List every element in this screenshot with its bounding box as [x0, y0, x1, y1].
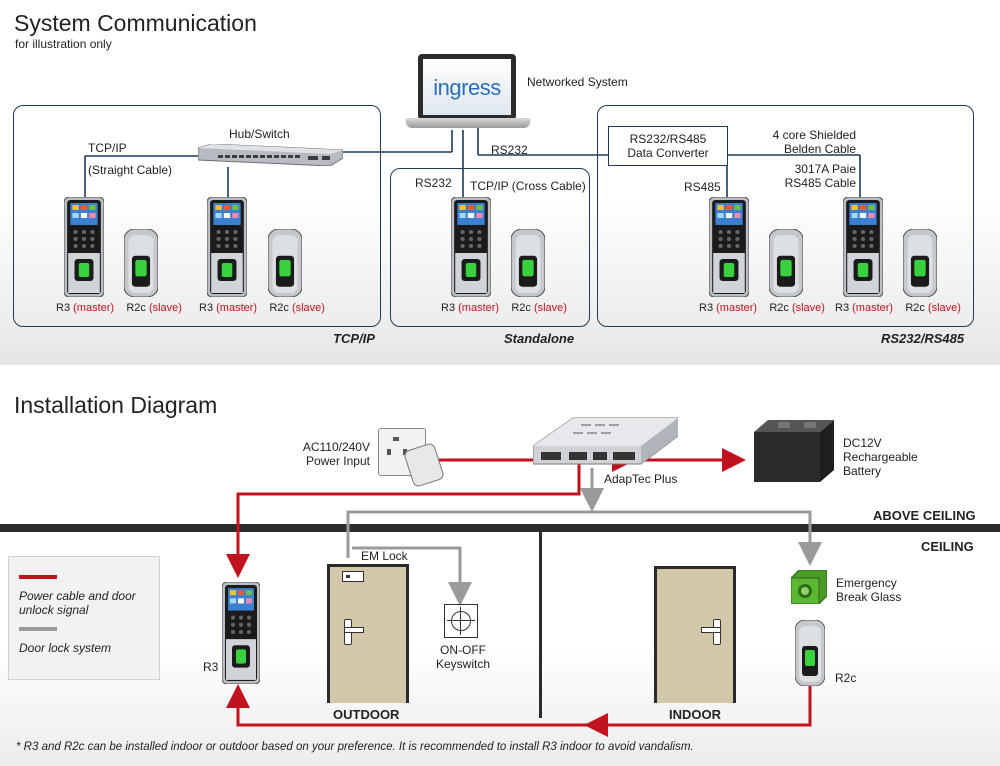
r2c-slave-device: [268, 229, 302, 297]
indoor-label: INDOOR: [669, 707, 721, 722]
em-lock-label: EM Lock: [361, 549, 408, 563]
emergency-break-glass-icon: [791, 570, 827, 604]
legend-lock-text: Door lock system: [19, 641, 112, 655]
indoor-door: [654, 566, 736, 703]
keyswitch-icon: [444, 604, 478, 638]
slave-name: R2c: [769, 302, 789, 314]
laptop-screen: ingress: [423, 59, 511, 115]
laptop-brand-logo: ingress: [433, 75, 501, 100]
master-name: R3: [835, 302, 850, 314]
outdoor-door: [327, 564, 409, 703]
r2c-slave-device: [903, 229, 937, 297]
keyswitch-label: ON-OFF Keyswitch: [435, 643, 491, 671]
r2c-install-label: R2c: [835, 671, 857, 685]
rs232-line-label: RS232: [491, 143, 528, 157]
group-rs-title: RS232/RS485: [881, 331, 965, 346]
r3-install-device: [222, 582, 260, 684]
legend-box: Power cable and door unlock signal Door …: [8, 556, 160, 680]
data-converter-box: RS232/RS485 Data Converter: [608, 126, 728, 166]
device-pair-label: R3 (master) R2c (slave): [441, 302, 567, 314]
hub-switch-label: Hub/Switch: [229, 127, 290, 141]
r2c-slave-device: [769, 229, 803, 297]
master-role: (master): [216, 302, 258, 314]
r3-install-label: R3: [203, 660, 219, 674]
legend-power-text: Power cable and door unlock signal: [19, 589, 136, 617]
master-role: (master): [852, 302, 894, 314]
ceiling-label: CEILING: [921, 539, 974, 554]
slave-role: (slave): [148, 302, 182, 314]
r2c-slave-device: [124, 229, 158, 297]
slave-name: R2c: [126, 302, 146, 314]
power-input-label: AC110/240V Power Input: [302, 440, 370, 468]
r3-master-device: [843, 197, 883, 297]
master-name: R3: [56, 302, 71, 314]
group-tcpip-title: TCP/IP: [333, 331, 375, 346]
r3-master-device: [451, 197, 491, 297]
tcpip-cable-label: TCP/IP: [88, 141, 127, 155]
slave-name: R2c: [269, 302, 289, 314]
master-role: (master): [73, 302, 115, 314]
system-title: System Communication: [14, 10, 257, 36]
ceiling-bar: [0, 524, 1000, 532]
laptop-screen-bezel: ingress: [418, 54, 516, 120]
r2c-install-device: [795, 620, 825, 686]
emergency-label: Emergency Break Glass: [836, 576, 902, 604]
group-standalone-box: [390, 168, 590, 327]
group-standalone-title: Standalone: [504, 331, 575, 346]
group-rs-box: [597, 105, 974, 327]
slave-role: (slave): [791, 302, 825, 314]
master-role: (master): [716, 302, 758, 314]
slave-role: (slave): [533, 302, 567, 314]
master-name: R3: [699, 302, 714, 314]
master-name: R3: [441, 302, 456, 314]
battery-label: DC12V Rechargeable Battery: [843, 436, 918, 478]
rs485-label: RS485: [684, 180, 721, 194]
install-title: Installation Diagram: [14, 392, 218, 418]
r3-master-device: [64, 197, 104, 297]
slave-role: (slave): [927, 302, 961, 314]
group-tcpip-box: [13, 105, 381, 327]
system-subtitle: for illustration only: [15, 37, 112, 51]
straight-cable-label: (Straight Cable): [88, 163, 173, 177]
hub-switch-device: [198, 144, 343, 166]
r3-master-device: [709, 197, 749, 297]
slave-name: R2c: [511, 302, 531, 314]
device-pair-label: R3 (master) R2c (slave): [699, 302, 825, 314]
laptop-base: [406, 118, 530, 128]
networked-system-label: Networked System: [527, 75, 628, 89]
divider-wall: [539, 532, 542, 718]
device-pair-label: R3 (master) R2c (slave): [835, 302, 961, 314]
master-role: (master): [458, 302, 500, 314]
r3-master-device: [207, 197, 247, 297]
shielded-cable-label: 4 core Shielded Belden Cable: [772, 128, 856, 156]
device-pair-label: R3 (master) R2c (slave): [199, 302, 325, 314]
footnote: * R3 and R2c can be installed indoor or …: [16, 741, 694, 753]
rs232-standalone-label: RS232: [415, 176, 452, 190]
cross-cable-label: TCP/IP (Cross Cable): [470, 179, 586, 193]
legend-power-swatch: [19, 575, 57, 579]
slave-role: (slave): [291, 302, 325, 314]
r2c-slave-device: [511, 229, 545, 297]
device-pair-label: R3 (master) R2c (slave): [56, 302, 182, 314]
above-ceiling-label: ABOVE CEILING: [873, 508, 976, 523]
battery-icon: [748, 418, 836, 484]
slave-name: R2c: [905, 302, 925, 314]
adaptec-device: [533, 414, 678, 470]
outdoor-label: OUTDOOR: [333, 707, 400, 722]
adaptec-label: AdapTec Plus: [604, 472, 678, 486]
master-name: R3: [199, 302, 214, 314]
legend-lock-swatch: [19, 627, 57, 631]
paie-cable-label: 3017A Paie RS485 Cable: [784, 162, 856, 190]
em-lock-icon: [342, 571, 364, 582]
data-converter-label: RS232/RS485 Data Converter: [627, 132, 709, 160]
